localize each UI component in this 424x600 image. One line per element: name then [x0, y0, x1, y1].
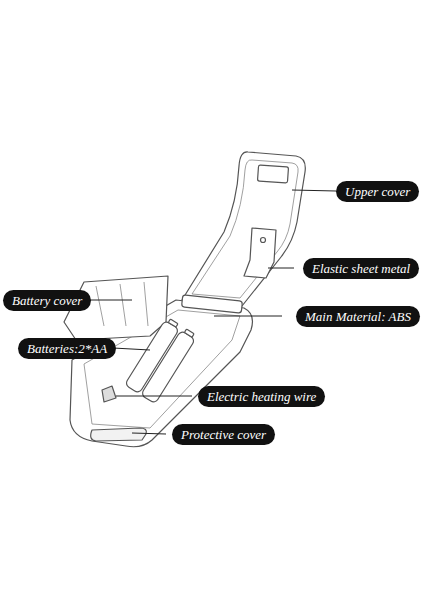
callout-text: Elastic sheet metal [312, 261, 410, 276]
callout-text: Batteries:2*AA [27, 341, 107, 356]
callout-text: Battery cover [12, 293, 82, 308]
callout-label: Batteries:2*AA [18, 338, 116, 359]
electric-heating-wire [102, 386, 116, 402]
callout-label: Upper cover [336, 181, 419, 202]
upper-cover-shape [182, 152, 305, 306]
upper-cover-window [257, 165, 288, 183]
elastic-sheet-metal [244, 228, 276, 278]
sheet-metal-hole [261, 238, 266, 243]
callout-label: Protective cover [172, 424, 275, 445]
callout-text: Main Material: ABS [305, 309, 411, 324]
batteries-2aa [125, 317, 198, 404]
callout-text: Protective cover [181, 427, 266, 442]
protective-cover [91, 428, 147, 441]
upper-cover-inner [192, 160, 298, 298]
callout-label: Electric heating wire [198, 386, 325, 407]
callout-text: Upper cover [345, 184, 410, 199]
hinge [182, 295, 243, 313]
callout-label: Elastic sheet metal [303, 258, 419, 279]
callout-label: Main Material: ABS [296, 306, 420, 327]
callout-label: Battery cover [3, 290, 91, 311]
callout-text: Electric heating wire [207, 389, 316, 404]
battery-cover-ribs [96, 282, 148, 326]
